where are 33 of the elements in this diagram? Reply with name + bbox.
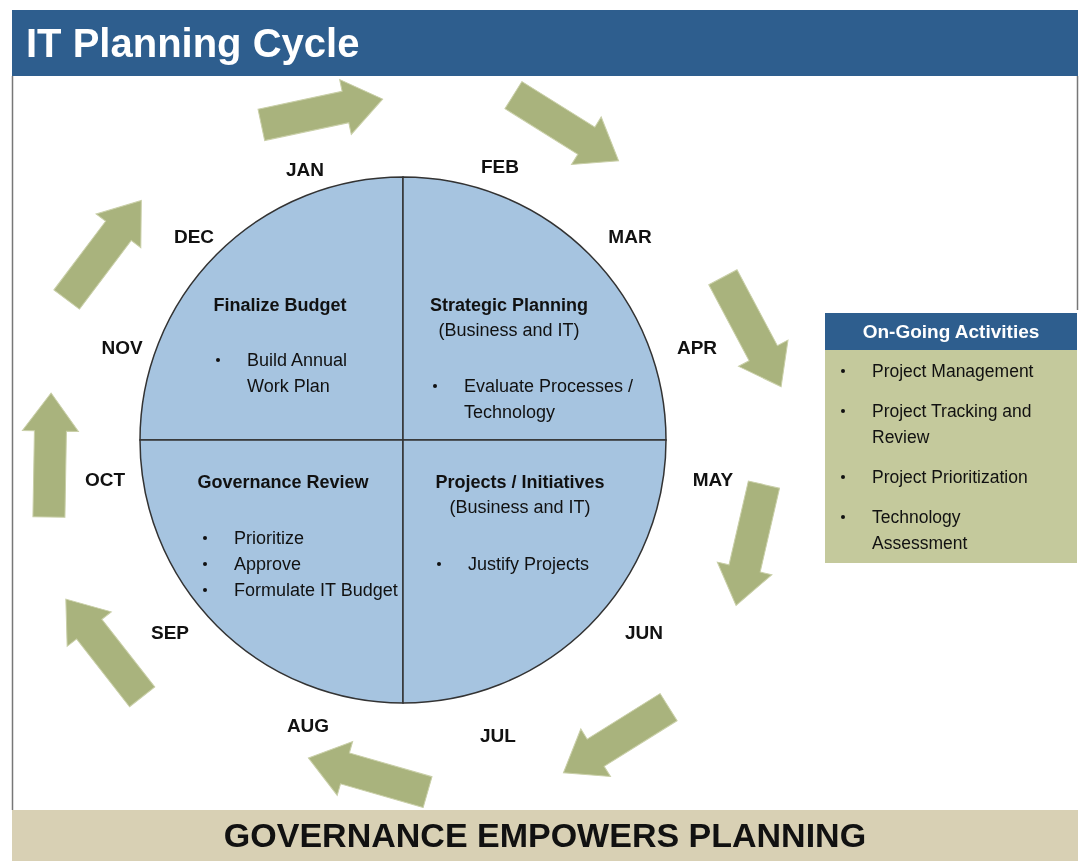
- bullet-text: Approve: [234, 553, 303, 576]
- quadrant-heading: Projects / Initiatives: [435, 471, 605, 493]
- month-label: JAN: [286, 159, 324, 181]
- title-bar: IT Planning Cycle: [12, 10, 1078, 76]
- quadrant-heading: Governance Review: [197, 471, 369, 493]
- quadrant-subheading: (Business and IT): [449, 496, 591, 518]
- quadrant-subheading: (Business and IT): [438, 319, 580, 341]
- bullet-text: Justify Projects: [468, 553, 591, 576]
- bullet-text: Project Management: [872, 360, 1035, 383]
- quadrant-heading: Finalize Budget: [213, 294, 347, 316]
- month-label: JUN: [625, 622, 663, 644]
- activities-panel: [825, 313, 1077, 563]
- month-label: MAY: [692, 469, 734, 491]
- bullet-text: Project Prioritization: [872, 466, 1029, 489]
- panel-header: On-Going Activities: [825, 313, 1077, 350]
- bullet-text: Project Tracking and Review: [872, 400, 1033, 449]
- month-label: DEC: [173, 226, 215, 248]
- month-label: FEB: [481, 156, 519, 178]
- month-label: NOV: [101, 337, 143, 359]
- month-label: JUL: [480, 725, 516, 747]
- bullet-text: Build Annual Work Plan: [247, 349, 349, 398]
- bullet-text: Formulate IT Budget: [234, 579, 399, 602]
- quadrant-heading: Strategic Planning: [430, 294, 588, 316]
- slogan-band: [12, 810, 1078, 861]
- month-label: SEP: [151, 622, 189, 644]
- month-label: OCT: [84, 469, 126, 491]
- bullet-text: Prioritize: [234, 527, 305, 550]
- month-label: AUG: [286, 715, 330, 737]
- bullet-text: Evaluate Processes / Technology: [464, 375, 635, 424]
- slogan-text: GOVERNANCE EMPOWERS PLANNING: [223, 816, 867, 855]
- month-label: APR: [676, 337, 718, 359]
- bullet-text: Technology Assessment: [872, 506, 969, 555]
- month-label: MAR: [608, 226, 652, 248]
